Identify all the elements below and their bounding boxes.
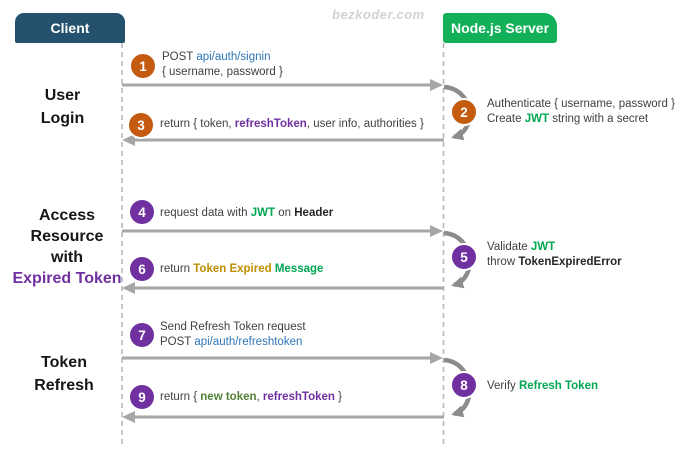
- message-4-label: request data with JWT on Header: [160, 207, 334, 219]
- message-7-arrow: [122, 352, 443, 364]
- server-actor-label: Node.js Server: [450, 20, 550, 36]
- step-badge-4: 4: [128, 198, 156, 226]
- message-3-label: return { token, refreshToken, user info,…: [160, 118, 424, 130]
- message-8-label: Verify Refresh Token: [487, 380, 598, 392]
- step-badge-1: 1: [129, 52, 157, 80]
- step-badge-5: 5: [450, 243, 478, 271]
- server-actor-box: Node.js Server: [443, 13, 557, 43]
- watermark: bezkoder.com: [332, 7, 425, 22]
- message-4-arrow: [122, 225, 443, 237]
- section-access-resource: Access Resource with Expired Token: [12, 207, 122, 287]
- message-9-arrow: [122, 411, 444, 423]
- step-badge-2: 2: [450, 98, 478, 126]
- step-badge-7: 7: [128, 321, 156, 349]
- message-3-arrow: [122, 134, 444, 146]
- step-badge-3: 3: [127, 111, 155, 139]
- section-user-login: User Login: [40, 87, 85, 127]
- client-actor-box: Client: [15, 13, 125, 43]
- message-7-label: Send Refresh Token request POST api/auth…: [160, 321, 306, 348]
- step-badge-6: 6: [128, 255, 156, 283]
- message-6-label: return Token Expired Message: [160, 263, 324, 275]
- client-actor-label: Client: [50, 20, 90, 36]
- step-badge-9: 9: [128, 383, 156, 411]
- section-token-refresh: Token Refresh: [34, 354, 94, 394]
- message-1-arrow: [122, 79, 443, 91]
- message-6-arrow: [122, 282, 444, 294]
- message-2-label: Authenticate { username, password } Crea…: [487, 98, 675, 125]
- message-9-label: return { new token, refreshToken }: [160, 391, 342, 403]
- message-5-label: Validate JWT throw TokenExpiredError: [487, 241, 622, 268]
- step-badge-8: 8: [450, 371, 478, 399]
- message-1-label: POST api/auth/signin { username, passwor…: [162, 51, 283, 78]
